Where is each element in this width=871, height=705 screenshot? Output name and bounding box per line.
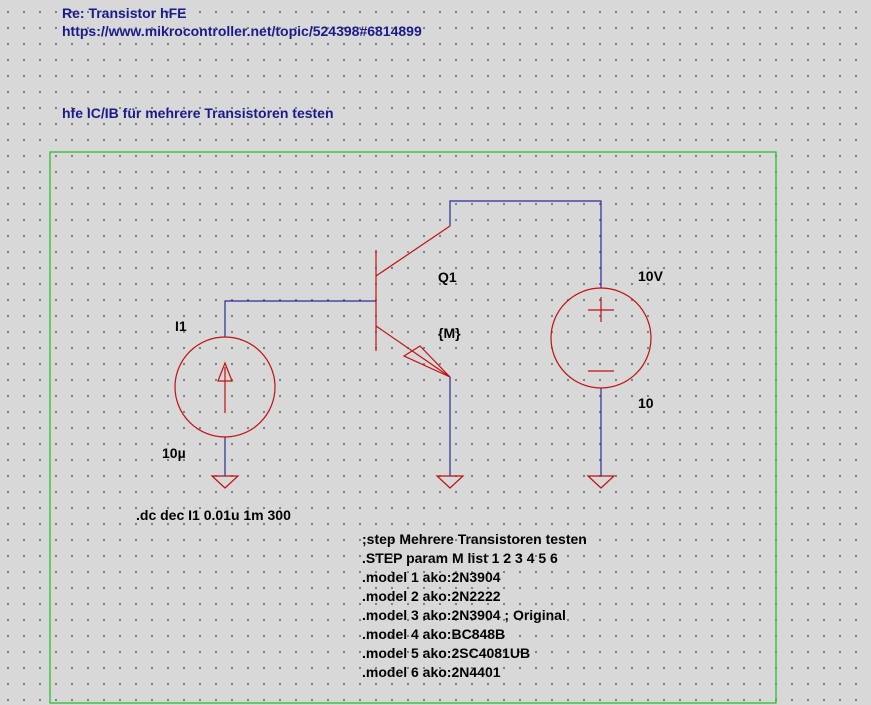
transistor-model-label[interactable]: {M} [438,325,461,341]
current-source-icon[interactable] [174,336,276,438]
directive-line: .model 1 ako:2N3904 [362,569,501,585]
directive-line: .STEP param M list 1 2 3 4 5 6 [362,550,558,566]
directive-line: .model 6 ako:2N4401 [362,664,501,680]
dc-directive[interactable]: .dc dec I1 0.01u 1m 300 [136,507,291,523]
vsource-value-label[interactable]: 10 [638,395,654,411]
wire-collector[interactable] [449,200,602,288]
ground-icon[interactable] [210,475,240,489]
isource-name-label[interactable]: I1 [175,318,187,334]
ground-icon[interactable] [586,475,616,489]
title-text: Re: Transistor hFE [62,5,187,21]
npn-transistor-icon[interactable] [375,225,451,378]
directive-line: .model 3 ako:2N3904 ; Original [362,607,566,623]
voltage-source-icon[interactable] [550,287,652,389]
subtitle-text: hfe IC/IB für mehrere Transistoren teste… [62,105,334,121]
directive-line: ;step Mehrere Transistoren testen [362,531,587,547]
ground-icon[interactable] [435,475,465,489]
directive-line: .model 4 ako:BC848B [362,626,506,642]
directive-line: .model 5 ako:2SC4081UB [362,645,531,661]
isource-value-label[interactable]: 10µ [162,445,186,461]
transistor-name-label[interactable]: Q1 [438,269,457,285]
schematic-frame [49,151,777,704]
vsource-name-label[interactable]: 10V [638,268,663,284]
wire-base[interactable] [224,300,376,337]
step-directive-block[interactable]: ;step Mehrere Transistoren testen .STEP … [362,530,587,682]
url-text[interactable]: https://www.mikrocontroller.net/topic/52… [62,23,422,39]
directive-line: .model 2 ako:2N2222 [362,588,501,604]
